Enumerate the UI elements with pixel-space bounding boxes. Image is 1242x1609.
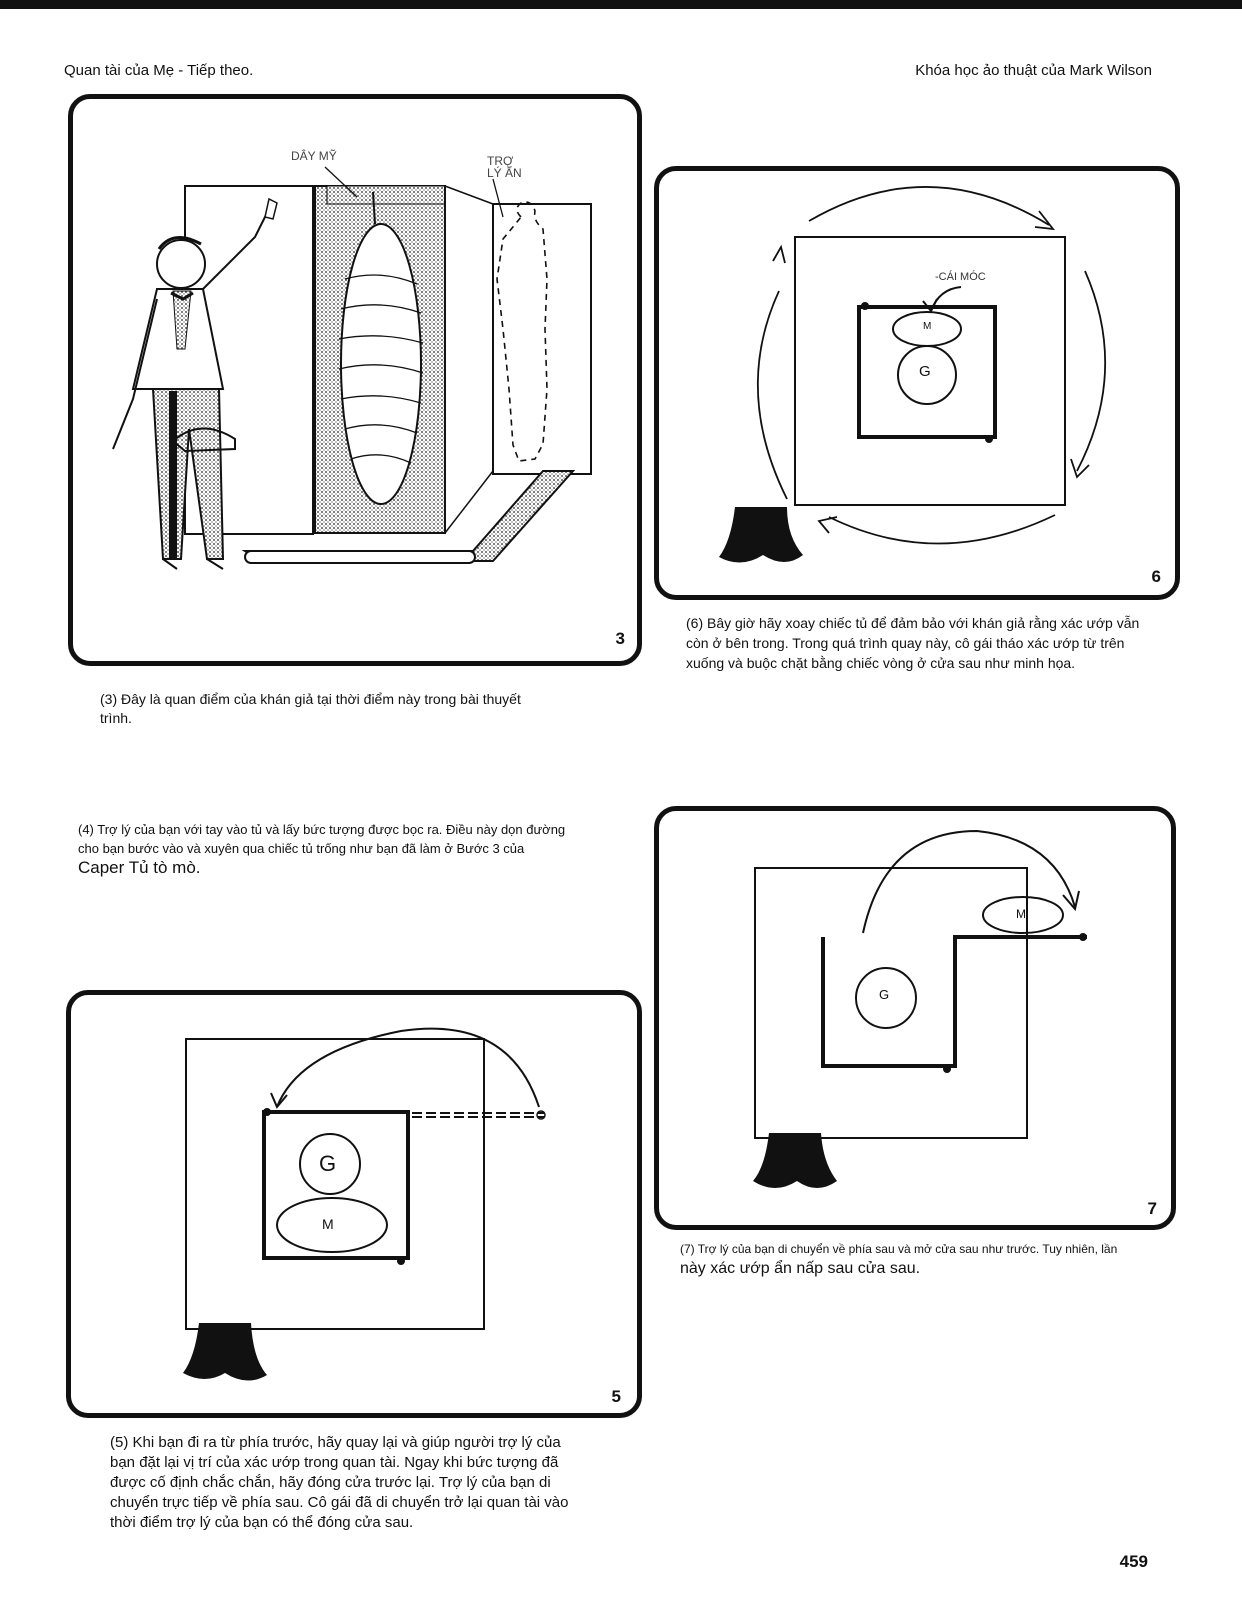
label-hidden-assistant: TRỢ LÝ ẨN bbox=[487, 154, 522, 180]
panel-5: G M 5 bbox=[66, 990, 642, 1418]
caption-3: (3) Đây là quan điểm của khán giả tại th… bbox=[100, 691, 521, 726]
diagram-step-6 bbox=[719, 186, 1107, 563]
label-g: G bbox=[879, 987, 890, 1002]
header-left: Quan tài của Mẹ - Tiếp theo. bbox=[64, 62, 254, 79]
label-hook: -CÁI MÓC bbox=[935, 271, 986, 283]
diagram-step-5 bbox=[183, 1027, 546, 1381]
label-g: G bbox=[919, 363, 931, 380]
header-right: Khóa học ảo thuật của Mark Wilson bbox=[915, 62, 1152, 79]
label-g: G bbox=[319, 1151, 337, 1176]
label-m: M bbox=[1016, 907, 1026, 921]
top-rule bbox=[0, 0, 1242, 9]
label-m: M bbox=[923, 321, 932, 332]
label-m: M bbox=[322, 1216, 334, 1232]
caption-6: (6) Bây giờ hãy xoay chiếc tủ để đảm bảo… bbox=[686, 615, 1140, 671]
caption-7: (7) Trợ lý của bạn di chuyển về phía sau… bbox=[680, 1242, 1118, 1277]
panel-number-7: 7 bbox=[1147, 1199, 1157, 1218]
panel-number-5: 5 bbox=[611, 1387, 621, 1406]
panel-number-6: 6 bbox=[1151, 567, 1161, 586]
diagram-step-7 bbox=[753, 829, 1087, 1188]
panel-7: G M 7 bbox=[654, 806, 1176, 1230]
label-wire: DÂY MỸ bbox=[291, 149, 337, 163]
illustration-cabinet bbox=[112, 166, 592, 570]
panel-6: -CÁI MÓC G M 6 bbox=[654, 166, 1180, 600]
panel-number-3: 3 bbox=[615, 629, 625, 648]
panel-3: DÂY MỸ TRỢ LÝ ẨN 3 bbox=[68, 94, 642, 666]
caption-4: (4) Trợ lý của bạn với tay vào tủ và lấy… bbox=[78, 822, 566, 877]
page-number: 459 bbox=[1119, 1552, 1148, 1571]
caption-5: (5) Khi bạn đi ra từ phía trước, hãy qua… bbox=[110, 1434, 569, 1531]
